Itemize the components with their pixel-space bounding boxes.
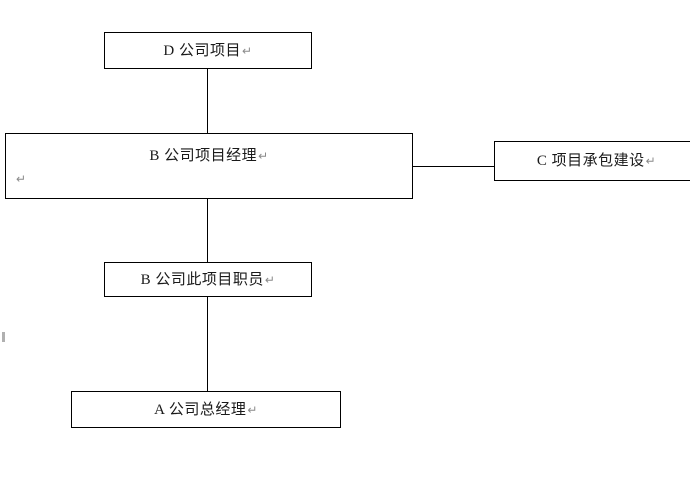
node-a-company-general-manager[interactable]: A 公司总经理↵ — [71, 391, 341, 428]
node-d-company-project[interactable]: D 公司项目↵ — [104, 32, 312, 69]
paragraph-mark-icon: ↵ — [242, 44, 253, 58]
paragraph-mark-icon-secondary: ↵ — [16, 172, 27, 186]
connector-manager-to-c — [412, 166, 494, 167]
paragraph-mark-icon: ↵ — [264, 273, 276, 287]
connector-staff-to-a — [207, 297, 208, 391]
node-c-project-contracting-construction[interactable]: C 项目承包建设↵ — [494, 141, 690, 181]
node-b-staff-label: B 公司此项目职员↵ — [140, 272, 276, 288]
node-b-company-project-staff[interactable]: B 公司此项目职员↵ — [104, 262, 312, 297]
paragraph-mark-icon: ↵ — [258, 149, 269, 163]
text-cursor-mark — [2, 332, 5, 342]
connector-d-to-manager — [207, 69, 208, 133]
node-a-label: A 公司总经理↵ — [154, 402, 258, 418]
paragraph-mark-icon: ↵ — [247, 403, 258, 417]
node-c-label: C 项目承包建设↵ — [536, 153, 657, 169]
node-b-manager-label: B 公司项目经理↵ — [149, 148, 269, 164]
node-b-company-project-manager[interactable]: B 公司项目经理↵ ↵ — [5, 133, 413, 199]
connector-manager-to-staff — [207, 199, 208, 262]
node-d-label: D 公司项目↵ — [163, 43, 253, 59]
paragraph-mark-icon: ↵ — [645, 154, 657, 168]
